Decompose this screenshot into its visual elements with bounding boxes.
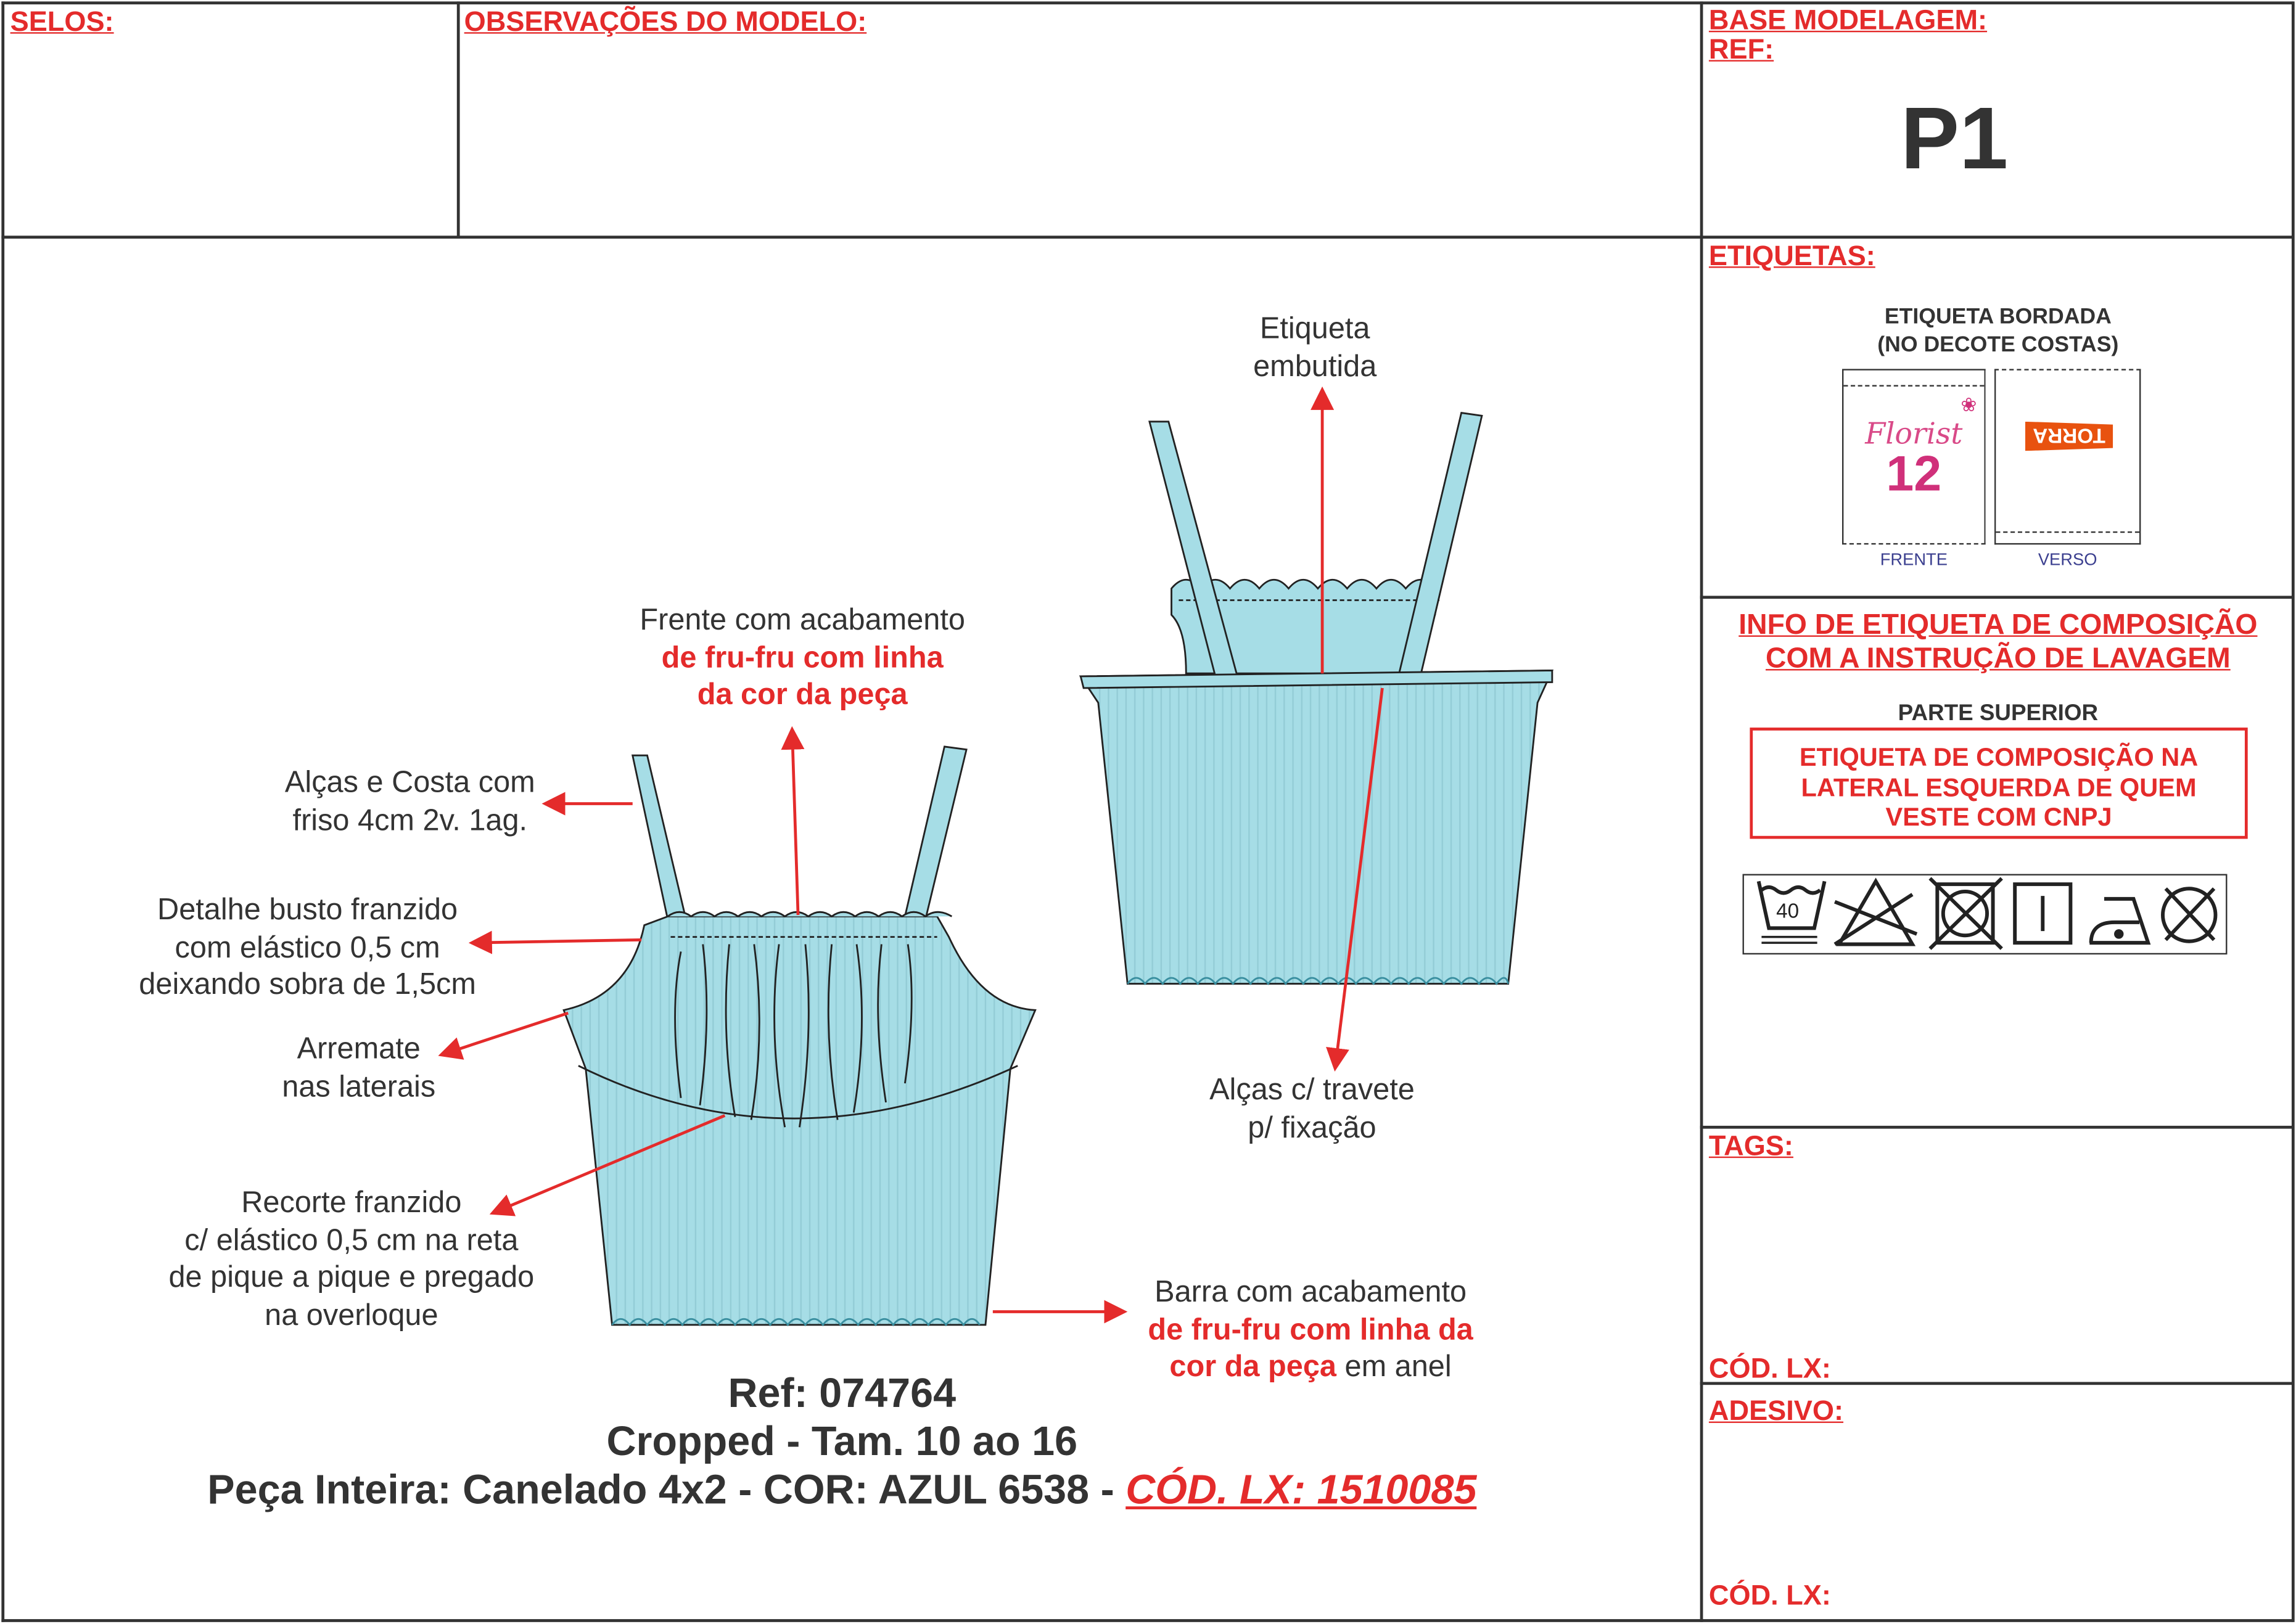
line-dry-icon (2013, 882, 2073, 945)
no-tumble-dry-icon (1928, 877, 2003, 950)
ref-title: REF: (1708, 35, 1774, 66)
front-garment (562, 745, 1037, 1327)
adesivo-cod: CÓD. LX: (1708, 1581, 1831, 1612)
wash-temp: 40 (1776, 900, 1799, 923)
composition-box: ETIQUETA DE COMPOSIÇÃO NA LATERAL ESQUER… (1750, 728, 2248, 839)
care-symbols: 40 (1742, 874, 2228, 955)
adesivo-title: ADESIVO: (1708, 1396, 1844, 1428)
base-modelagem-title: BASE MODELAGEM: (1708, 6, 1988, 37)
label-front: Florist 12 ❀ (1841, 369, 1986, 545)
arrow-frente (781, 726, 805, 916)
divider (1700, 596, 2294, 599)
divider (1700, 1382, 2294, 1385)
observacoes-title: OBSERVAÇÕES DO MODELO: (464, 7, 867, 38)
composition-line: ETIQUETA DE COMPOSIÇÃO NA (1799, 742, 2199, 772)
wash-40-icon (1756, 880, 1827, 944)
no-bleach-icon (1833, 877, 1918, 946)
composition-title: INFO DE ETIQUETA DE COMPOSIÇÃO (1738, 609, 2258, 641)
divider (1, 1, 2294, 5)
arrow-travete (1326, 687, 1384, 1072)
label-back: TORRA (1994, 369, 2141, 545)
divider (456, 1, 460, 239)
back-caption: VERSO (2038, 552, 2097, 570)
annotation-arrows (438, 386, 1384, 1324)
divider (1700, 1, 1703, 1622)
footer-model: Cropped - Tam. 10 ao 16 (606, 1418, 1078, 1464)
tags-cod: CÓD. LX: (1708, 1354, 1831, 1385)
florist-logo: Florist (1865, 416, 1963, 451)
composition-title: COM A INSTRUÇÃO DE LAVAGEM (1766, 642, 2231, 675)
parte-superior: PARTE SUPERIOR (1898, 701, 2099, 726)
label-heading: ETIQUETA BORDADA (1884, 304, 2112, 330)
selos-title: SELOS: (10, 7, 114, 38)
arrow-recorte (489, 1114, 726, 1216)
footer-fabric: Peça Inteira: Canelado 4x2 - COR: AZUL 6… (207, 1467, 1477, 1512)
iron-low-icon (2089, 896, 2151, 945)
size-number: 12 (1886, 446, 1942, 502)
front-caption: FRENTE (1880, 552, 1948, 570)
torra-logo: TORRA (2025, 422, 2113, 451)
arrow-busto (468, 930, 642, 954)
composition-line: LATERAL ESQUERDA DE QUEM (1801, 772, 2197, 802)
ref-value: P1 (1900, 89, 2009, 187)
back-garment (1079, 411, 1554, 985)
no-dry-clean-icon (2161, 887, 2218, 943)
tulip-icon: ❀ (1961, 393, 1977, 416)
footer-ref: Ref: 074764 (728, 1370, 957, 1416)
etiquetas-title: ETIQUETAS: (1708, 241, 1875, 273)
garment-drawing (438, 386, 1554, 1327)
divider (1, 236, 2294, 239)
divider (2291, 1, 2295, 1622)
composition-line: VESTE COM CNPJ (1885, 802, 2112, 832)
divider (1700, 1125, 2294, 1129)
label-heading: (NO DECOTE COSTAS) (1877, 332, 2119, 358)
arrow-arremate (438, 1011, 569, 1060)
divider (1, 1, 5, 1622)
footer-cod: CÓD. LX: 1510085 (1125, 1467, 1477, 1512)
tags-title: TAGS: (1708, 1131, 1793, 1163)
divider (1, 1619, 2294, 1622)
